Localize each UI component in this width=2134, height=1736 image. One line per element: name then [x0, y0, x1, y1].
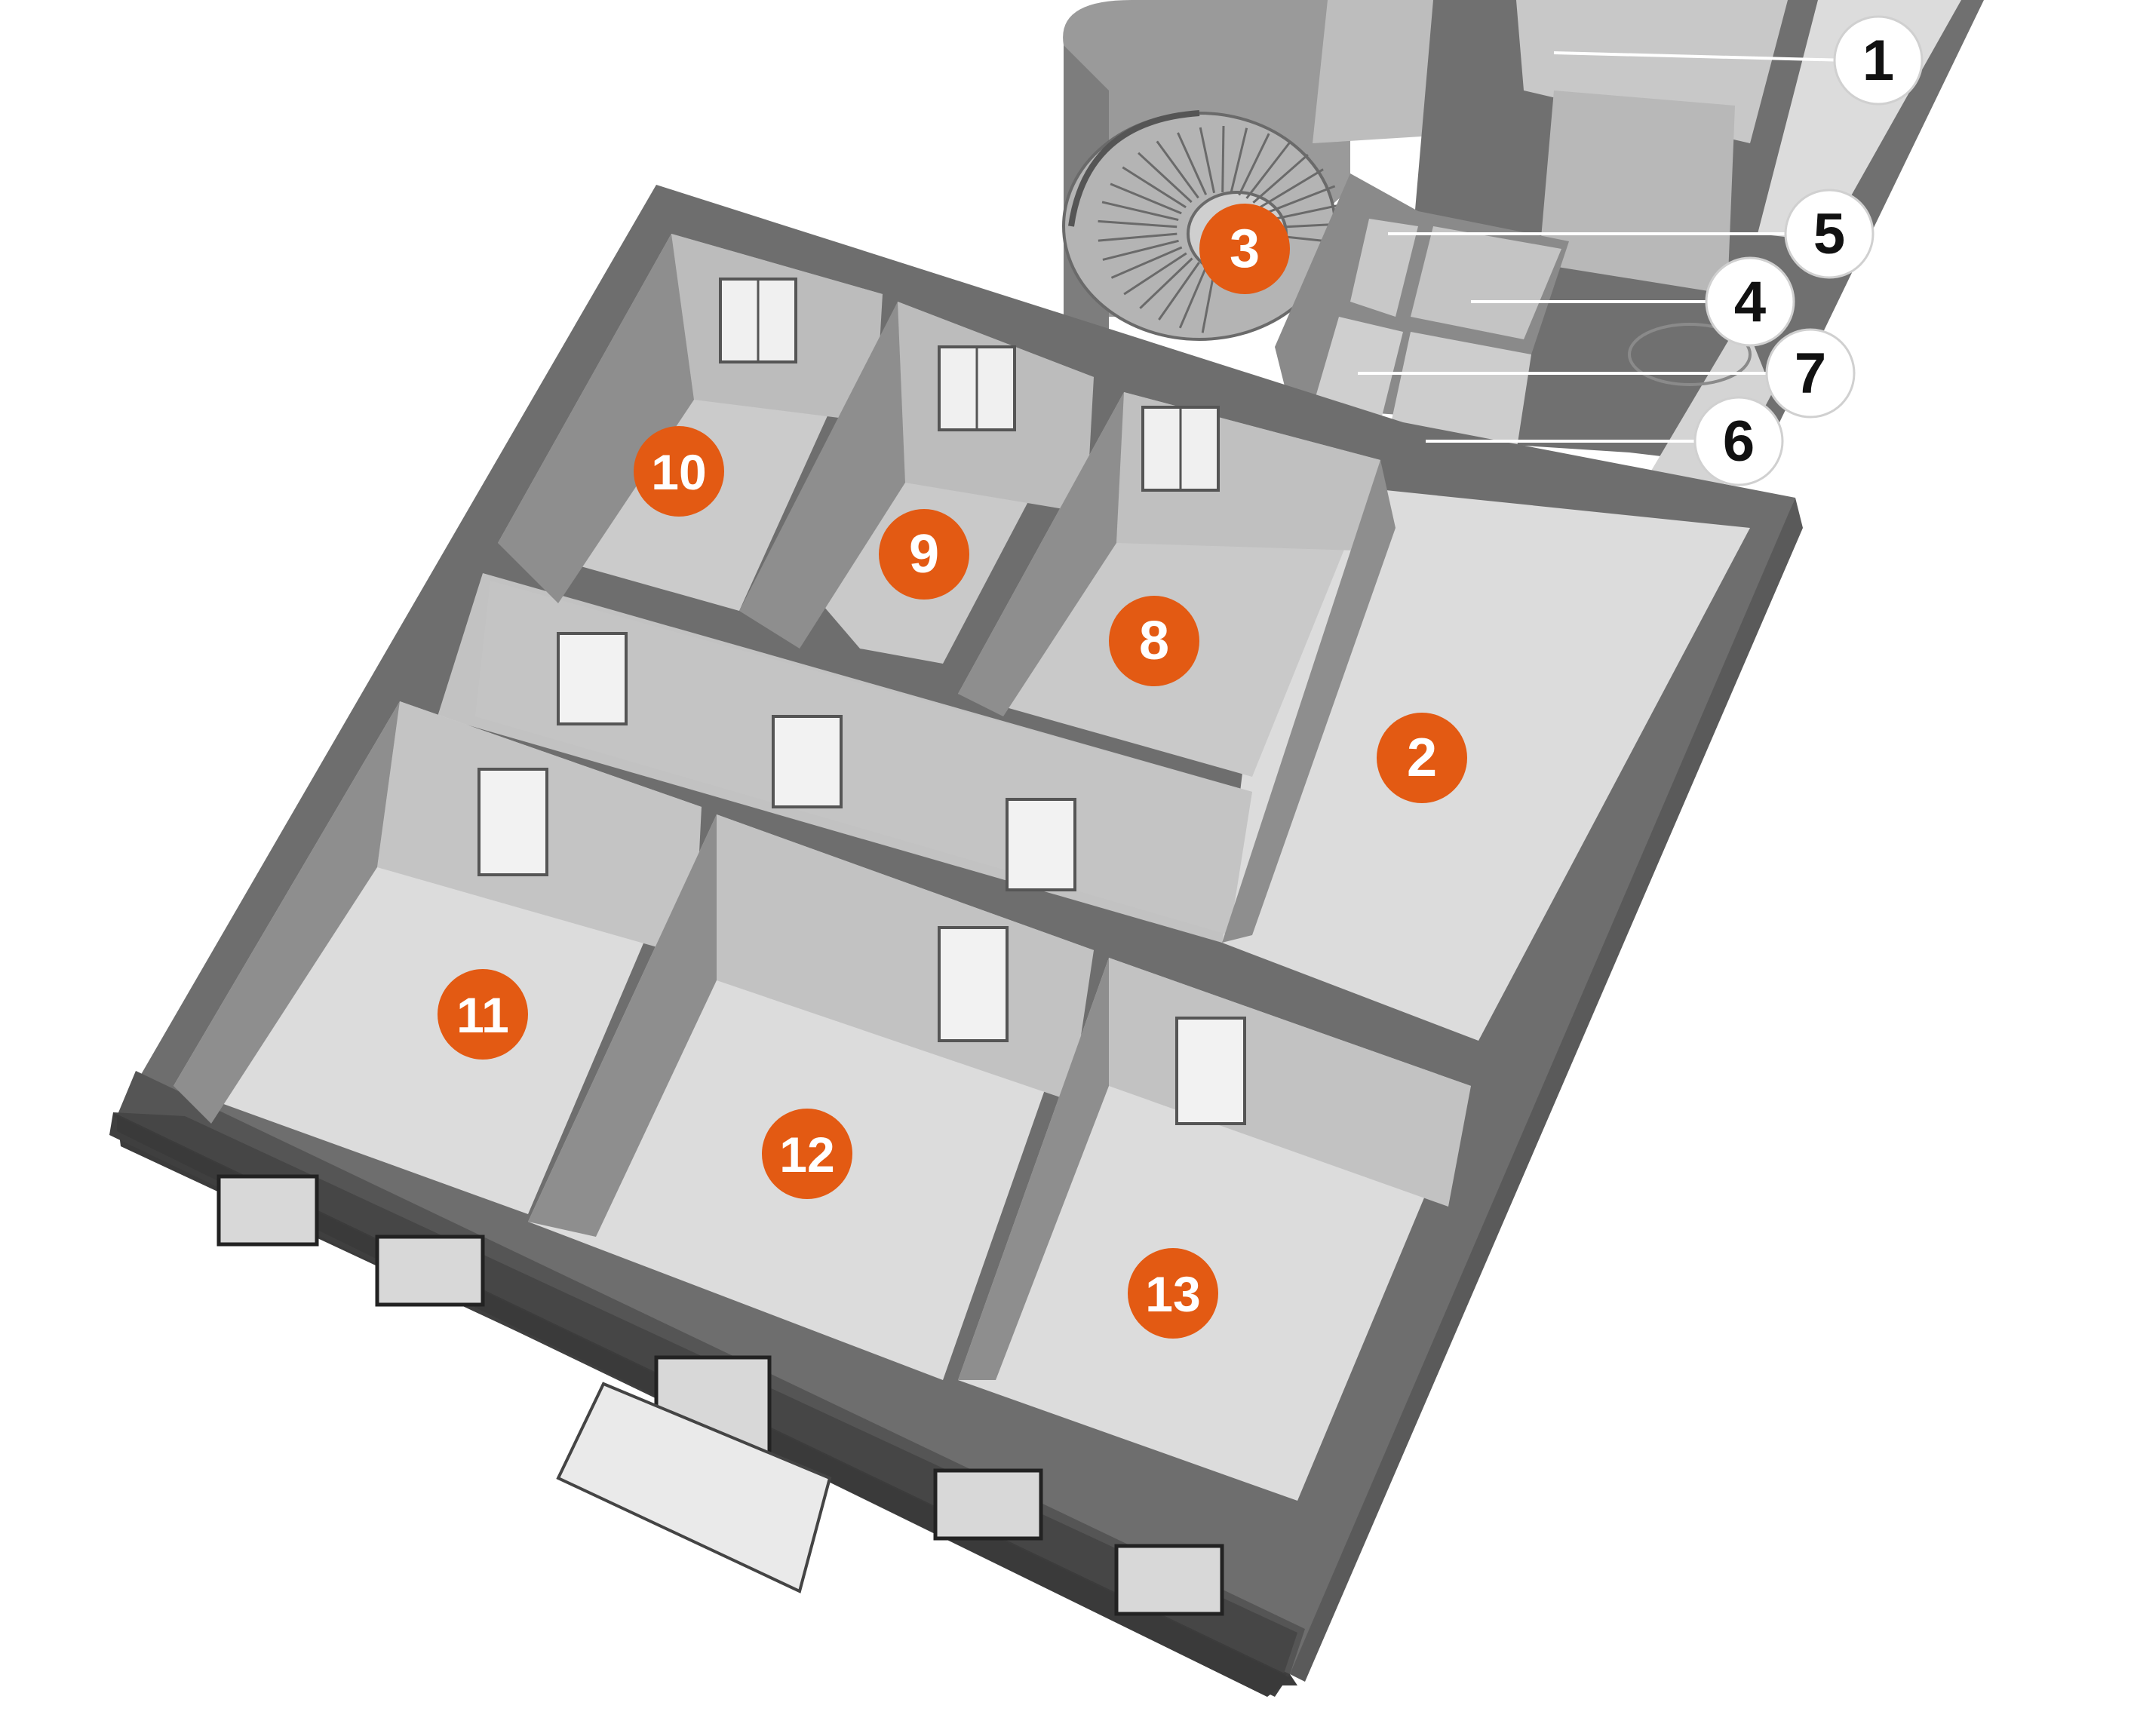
- callout-6: 6: [1693, 396, 1784, 486]
- room-marker-label: 10: [651, 444, 706, 500]
- room-marker-3: 3: [1199, 204, 1290, 294]
- callout-circle: [1784, 189, 1875, 279]
- room-marker-circle: [438, 969, 528, 1060]
- callout-circle: [1765, 328, 1856, 419]
- room-marker-circle: [1128, 1248, 1218, 1339]
- room-marker-12: 12: [762, 1109, 852, 1199]
- callout-label: 1: [1862, 29, 1894, 93]
- callout-label: 6: [1723, 409, 1755, 474]
- room-marker-label: 8: [1139, 611, 1169, 671]
- room-marker-circle: [1377, 713, 1467, 803]
- callout-4: 4: [1705, 256, 1795, 347]
- room-marker-label: 13: [1145, 1266, 1200, 1322]
- callout-5: 5: [1784, 189, 1875, 279]
- callout-leader-lines: [1358, 51, 1849, 443]
- callout-circle: [1693, 396, 1784, 486]
- callout-7: 7: [1765, 328, 1856, 419]
- callout-label: 4: [1734, 270, 1766, 334]
- callout-label: 5: [1813, 202, 1845, 266]
- room-marker-13: 13: [1128, 1248, 1218, 1339]
- room-marker-11: 11: [438, 969, 528, 1060]
- room-marker-label: 2: [1407, 728, 1437, 788]
- room-markers: 2 3 8 9 10 11 12 13: [438, 204, 1467, 1339]
- room-marker-label: 11: [456, 987, 509, 1043]
- room-marker-circle: [634, 426, 724, 517]
- callout-1: 1: [1833, 15, 1924, 106]
- room-marker-9: 9: [879, 509, 969, 600]
- room-marker-8: 8: [1109, 596, 1199, 686]
- room-marker-circle: [1199, 204, 1290, 294]
- room-marker-circle: [1109, 596, 1199, 686]
- room-marker-2: 2: [1377, 713, 1467, 803]
- room-marker-label: 9: [909, 524, 939, 584]
- room-marker-circle: [762, 1109, 852, 1199]
- room-marker-10: 10: [634, 426, 724, 517]
- callout-circle: [1833, 15, 1924, 106]
- main-floor: [109, 185, 1803, 1697]
- callout-circle: [1705, 256, 1795, 347]
- room-marker-label: 3: [1230, 219, 1260, 279]
- room-marker-circle: [879, 509, 969, 600]
- room-marker-label: 12: [779, 1127, 834, 1182]
- callout-label: 7: [1795, 342, 1826, 406]
